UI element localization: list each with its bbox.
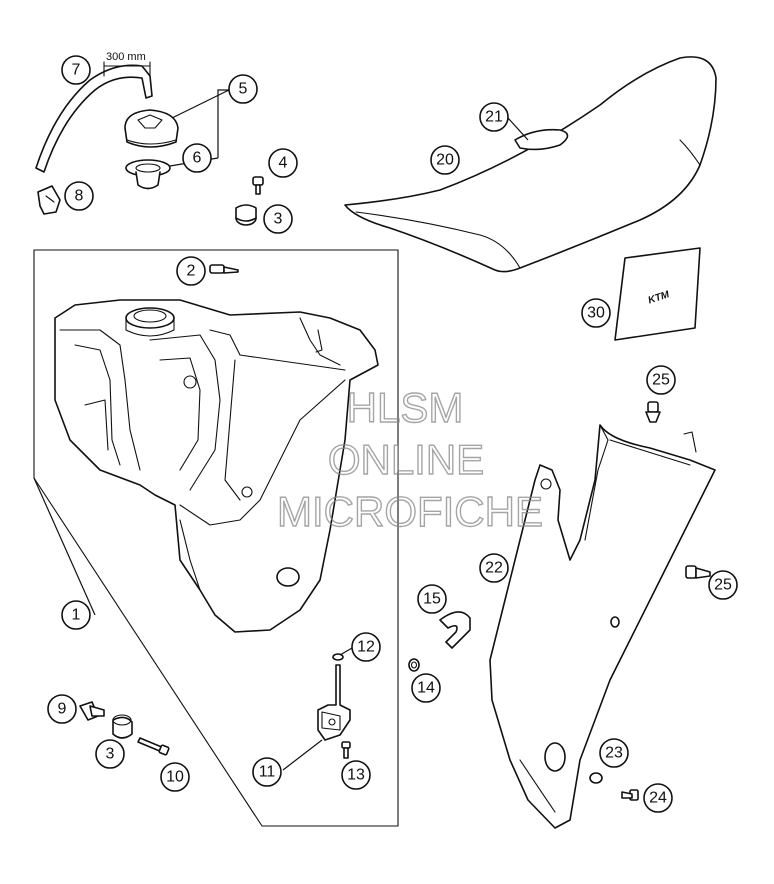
callout-24: 24 [643, 783, 673, 813]
callout-30: 30 [581, 298, 611, 328]
callout-7: 7 [61, 55, 91, 85]
panel-screw-top [645, 401, 661, 423]
o-ring [332, 653, 344, 661]
watermark-line-2: ONLINE [328, 436, 484, 483]
callout-4: 4 [268, 148, 298, 178]
callout-22-label: 22 [485, 560, 503, 577]
callout-8-label: 8 [75, 188, 84, 205]
callout-6-label: 6 [193, 150, 202, 167]
fuel-cap [124, 109, 179, 148]
tap-screw [341, 741, 351, 759]
callout-13: 13 [341, 760, 371, 790]
callout-25-side-label: 25 [714, 577, 732, 594]
tank-group-frame [33, 249, 399, 827]
rubber-bushing-top [235, 204, 257, 226]
callout-3-top-label: 3 [274, 211, 283, 228]
callout-20-label: 20 [436, 152, 454, 169]
callout-15: 15 [417, 584, 447, 614]
callout-12-label: 12 [357, 639, 375, 656]
callout-23: 23 [599, 738, 629, 768]
callout-21-label: 21 [485, 109, 503, 126]
callout-6: 6 [182, 143, 212, 173]
small-screw-top [252, 176, 264, 195]
callout-10-label: 10 [166, 769, 184, 786]
callout-15-label: 15 [423, 591, 441, 608]
callout-14: 14 [411, 673, 441, 703]
callout-3-bottom: 3 [95, 739, 125, 769]
tank-screw [209, 264, 239, 274]
callout-14-label: 14 [417, 680, 435, 697]
ktm-decal: KTM [614, 247, 701, 341]
callout-23-label: 23 [605, 745, 623, 762]
callout-10: 10 [160, 762, 190, 792]
fuel-tank [54, 299, 379, 633]
watermark: HLSM ONLINE MICROFICHE [276, 383, 543, 535]
watermark-line-1: HLSM [347, 384, 464, 431]
callout-9-label: 9 [58, 701, 67, 718]
watermark-line-3: MICROFICHE [277, 488, 543, 535]
fuel-hose [439, 611, 471, 649]
callout-22: 22 [479, 553, 509, 583]
hose-clamp [408, 658, 420, 672]
panel-screw-side [685, 565, 711, 579]
collar-bolt [79, 701, 105, 721]
hose-elbow [37, 185, 61, 215]
callout-5: 5 [228, 74, 258, 104]
breather-hose: 300 mm [35, 51, 153, 173]
callout-1-label: 1 [72, 607, 81, 624]
callout-4-label: 4 [279, 155, 288, 172]
callout-20: 20 [430, 145, 460, 175]
long-bolt [137, 737, 170, 756]
callout-2-label: 2 [187, 263, 196, 280]
cap-seal [125, 159, 171, 190]
hose-length-label: 300 mm [106, 51, 146, 63]
callout-5-label: 5 [239, 81, 248, 98]
seat [344, 56, 717, 273]
callout-8: 8 [64, 181, 94, 211]
callout-12: 12 [351, 632, 381, 662]
callout-24-label: 24 [649, 790, 667, 807]
callout-7-label: 7 [72, 62, 81, 79]
rubber-bushing-bottom [112, 714, 133, 739]
callout-30-label: 30 [587, 305, 605, 322]
callout-2: 2 [176, 256, 206, 286]
callout-11: 11 [252, 757, 282, 787]
callout-3-bottom-label: 3 [106, 746, 115, 763]
callout-9: 9 [47, 694, 77, 724]
washer [589, 772, 603, 784]
side-panel [489, 424, 716, 829]
fuel-tap [317, 664, 351, 741]
panel-screw-bottom [621, 789, 639, 801]
callout-25-top-label: 25 [652, 372, 670, 389]
callout-25-side: 25 [708, 570, 738, 600]
callout-13-label: 13 [347, 767, 365, 784]
callout-21: 21 [479, 102, 509, 132]
seat-pad [514, 128, 569, 151]
callout-3-top: 3 [263, 204, 293, 234]
callout-25-top: 25 [646, 365, 676, 395]
callout-1: 1 [61, 600, 91, 630]
callout-11-label: 11 [259, 764, 276, 781]
